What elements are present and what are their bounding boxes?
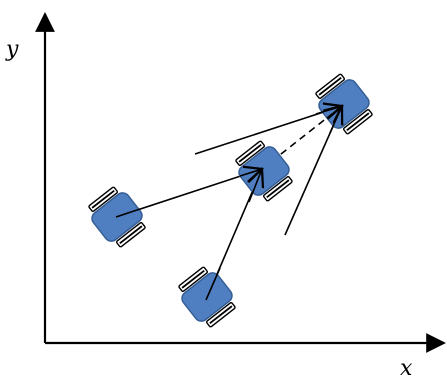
connection-lines-overlay <box>115 106 342 301</box>
robot-center <box>235 140 293 202</box>
connection-lines <box>115 106 342 301</box>
x-axis-label: x <box>400 356 413 378</box>
link-left-to-center <box>115 169 262 218</box>
robot-top-right <box>315 73 373 135</box>
robot-left <box>88 186 146 248</box>
y-axis-label: y <box>5 37 19 62</box>
axes: y x <box>5 12 446 378</box>
robot-body <box>318 79 370 129</box>
